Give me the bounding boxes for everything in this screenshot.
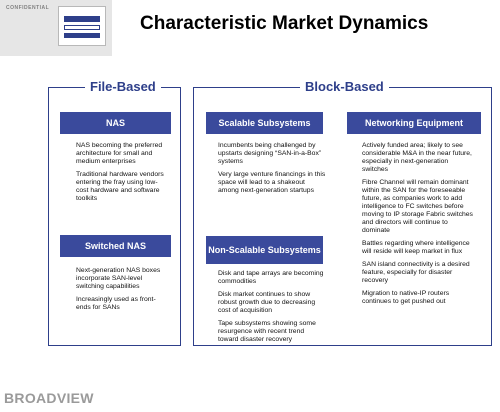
file-based-label: File-Based (85, 79, 161, 94)
switched-nas-bullet-1: Next-generation NAS boxes incorporate SA… (76, 267, 161, 290)
non-scalable-bullet-1: Disk and tape arrays are becoming commod… (218, 270, 324, 285)
networking-bullet-1: Actively funded area; likely to see cons… (362, 142, 472, 173)
non-scalable-subsystems-header: Non-Scalable Subsystems (206, 236, 323, 264)
block-based-label: Block-Based (300, 79, 389, 94)
broadview-logo: BROADVIEW (4, 390, 94, 406)
scalable-bullet-2: Very large venture financings in this sp… (218, 171, 326, 194)
switched-nas-header: Switched NAS (60, 235, 171, 257)
confidential-label: CONFIDENTIAL (6, 5, 50, 11)
page-title: Characteristic Market Dynamics (140, 13, 429, 34)
switched-nas-bullet-2: Increasingly used as front-ends for SANs (76, 296, 156, 311)
networking-bullet-4: SAN island connectivity is a desired fea… (362, 261, 470, 284)
scalable-bullets: Incumbents being challenged by upstarts … (218, 142, 326, 200)
nas-bullets: NAS becoming the preferred architecture … (76, 142, 168, 208)
networking-bullet-5: Migration to native-IP routers continues… (362, 290, 450, 305)
non-scalable-bullets: Disk and tape arrays are becoming commod… (218, 270, 326, 349)
networking-bullet-2: Fibre Channel will remain dominant withi… (362, 179, 473, 234)
networking-bullet-3: Battles regarding where intelligence wil… (362, 240, 470, 255)
slide-icon (58, 6, 106, 46)
nas-bullet-1: NAS becoming the preferred architecture … (76, 142, 163, 165)
header-corner-panel: CONFIDENTIAL (0, 0, 112, 56)
networking-equipment-header: Networking Equipment (347, 112, 481, 134)
networking-bullets: Actively funded area; likely to see cons… (362, 142, 474, 311)
non-scalable-bullet-2: Disk market continues to show robust gro… (218, 291, 316, 314)
scalable-subsystems-header: Scalable Subsystems (206, 112, 323, 134)
scalable-bullet-1: Incumbents being challenged by upstarts … (218, 142, 322, 165)
nas-header: NAS (60, 112, 171, 134)
nas-bullet-2: Traditional hardware vendors entering th… (76, 171, 164, 202)
non-scalable-bullet-3: Tape subsystems showing some resurgence … (218, 320, 316, 343)
switched-nas-bullets: Next-generation NAS boxes incorporate SA… (76, 267, 168, 317)
